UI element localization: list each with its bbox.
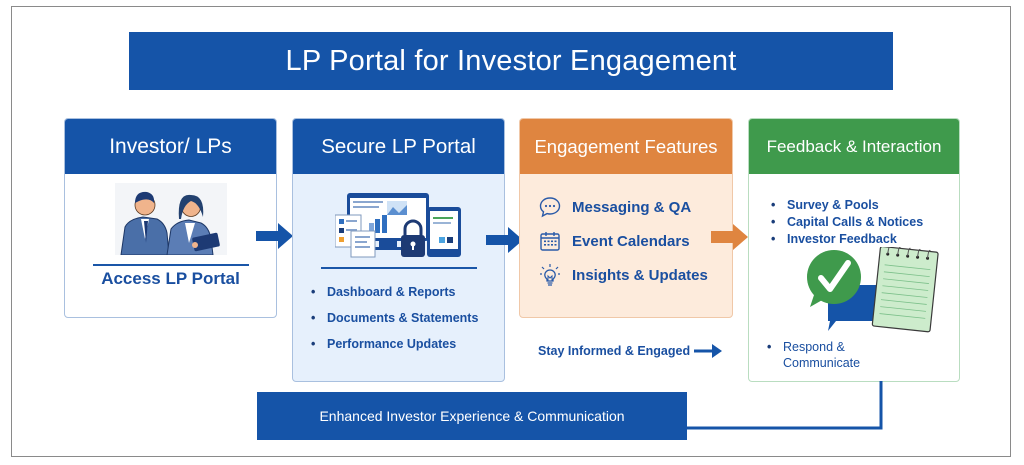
divider	[321, 267, 477, 269]
list-item: Performance Updates	[311, 337, 478, 363]
list-item: Documents & Statements	[311, 311, 478, 337]
feature-messaging: Messaging & QA	[538, 195, 691, 219]
feature-label: Messaging & QA	[572, 198, 692, 216]
card-feedback-interaction: Feedback & Interaction Survey & Pools Ca…	[748, 118, 960, 382]
card-investor-lps: Investor/ LPs Access LP Portal	[64, 118, 277, 318]
divider	[93, 264, 249, 266]
feature-label: Insights & Updates	[572, 266, 708, 284]
respond-line-1: Respond &	[783, 340, 845, 354]
bottom-summary-bar: Enhanced Investor Experience & Communica…	[257, 392, 687, 440]
investors-illustration	[115, 183, 227, 255]
feature-label: Event Calendars	[572, 232, 690, 250]
chat-bubble-icon	[539, 197, 561, 218]
card-title: Secure LP Portal	[293, 119, 504, 174]
respond-communicate-item: • Respond & Communicate	[767, 339, 861, 371]
diagram-frame	[11, 6, 1011, 457]
calendar-icon	[540, 232, 560, 251]
card-engagement-features: Engagement Features Messaging & QA Event…	[519, 118, 733, 318]
list-item: Capital Calls & Notices	[771, 214, 923, 231]
list-item: Investor Feedback	[771, 231, 923, 248]
secure-portal-devices-illustration	[335, 193, 461, 258]
stay-informed-caption: Stay Informed & Engaged	[538, 344, 723, 358]
card-title: Feedback & Interaction	[749, 119, 959, 174]
feedback-checkmark-notepad-illustration	[807, 247, 939, 333]
list-item: Survey & Pools	[771, 197, 923, 214]
card-secure-lp-portal: Secure LP Portal	[292, 118, 505, 382]
respond-line-2: Communicate	[783, 356, 861, 370]
card-title: Engagement Features	[520, 119, 732, 174]
lightbulb-icon	[540, 264, 560, 286]
diagram-title: LP Portal for Investor Engagement	[129, 32, 893, 90]
portal-features-list: Dashboard & Reports Documents & Statemen…	[311, 285, 478, 363]
connector-line	[686, 381, 883, 430]
arrow-right-icon	[694, 344, 723, 358]
list-item: Dashboard & Reports	[311, 285, 478, 311]
card-title: Investor/ LPs	[65, 119, 276, 174]
bullet-dot: •	[767, 340, 772, 354]
arrow-right-icon	[711, 224, 748, 250]
feature-insights-updates: Insights & Updates	[538, 263, 708, 287]
stay-informed-label: Stay Informed & Engaged	[538, 344, 691, 358]
arrow-right-icon	[256, 223, 293, 249]
feature-event-calendars: Event Calendars	[538, 229, 690, 253]
access-lp-portal-label: Access LP Portal	[101, 269, 240, 288]
feedback-list: Survey & Pools Capital Calls & Notices I…	[771, 197, 923, 248]
arrow-right-icon	[486, 227, 523, 253]
